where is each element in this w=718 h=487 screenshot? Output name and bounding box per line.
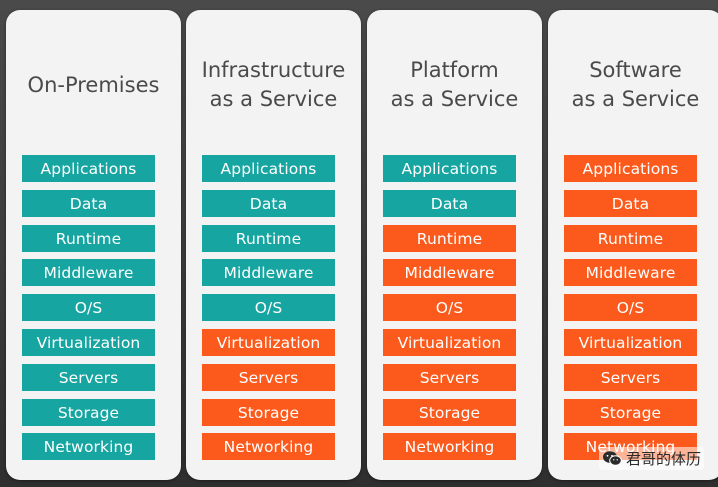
layer-servers: Servers	[564, 364, 697, 391]
column-saas: Software as a Service Applications Data …	[548, 10, 718, 480]
layer-data: Data	[383, 190, 516, 217]
layer-virtualization: Virtualization	[383, 329, 516, 356]
layer-virtualization: Virtualization	[202, 329, 335, 356]
layer-virtualization: Virtualization	[564, 329, 697, 356]
column-on-premises: On-Premises Applications Data Runtime Mi…	[6, 10, 181, 480]
column-title: Platform as a Service	[390, 58, 519, 111]
layer-os: O/S	[22, 294, 155, 321]
layer-runtime: Runtime	[383, 225, 516, 252]
layer-runtime: Runtime	[202, 225, 335, 252]
layer-networking: Networking	[22, 433, 155, 460]
layer-middleware: Middleware	[383, 259, 516, 286]
layer-middleware: Middleware	[564, 259, 697, 286]
layer-applications: Applications	[22, 155, 155, 182]
layer-storage: Storage	[383, 399, 516, 426]
column-title: On-Premises	[27, 72, 160, 97]
layer-middleware: Middleware	[202, 259, 335, 286]
layer-networking: Networking	[383, 433, 516, 460]
layer-storage: Storage	[202, 399, 335, 426]
column-title: Infrastructure as a Service	[201, 58, 346, 111]
layer-middleware: Middleware	[22, 259, 155, 286]
layer-os: O/S	[202, 294, 335, 321]
layer-data: Data	[564, 190, 697, 217]
layer-servers: Servers	[383, 364, 516, 391]
layer-data: Data	[22, 190, 155, 217]
wechat-icon	[602, 450, 622, 467]
layer-storage: Storage	[564, 399, 697, 426]
layer-virtualization: Virtualization	[22, 329, 155, 356]
layer-storage: Storage	[22, 399, 155, 426]
layer-os: O/S	[564, 294, 697, 321]
watermark-text: 君哥的体历	[625, 450, 701, 468]
layer-applications: Applications	[383, 155, 516, 182]
layer-runtime: Runtime	[22, 225, 155, 252]
column-title: Software as a Service	[571, 58, 700, 111]
layer-data: Data	[202, 190, 335, 217]
layer-servers: Servers	[202, 364, 335, 391]
column-paas: Platform as a Service Applications Data …	[367, 10, 542, 480]
layer-networking: Networking	[202, 433, 335, 460]
layer-applications: Applications	[564, 155, 697, 182]
layer-os: O/S	[383, 294, 516, 321]
layer-applications: Applications	[202, 155, 335, 182]
column-iaas: Infrastructure as a Service Applications…	[186, 10, 361, 480]
layer-runtime: Runtime	[564, 225, 697, 252]
layer-servers: Servers	[22, 364, 155, 391]
watermark: 君哥的体历	[598, 447, 704, 470]
